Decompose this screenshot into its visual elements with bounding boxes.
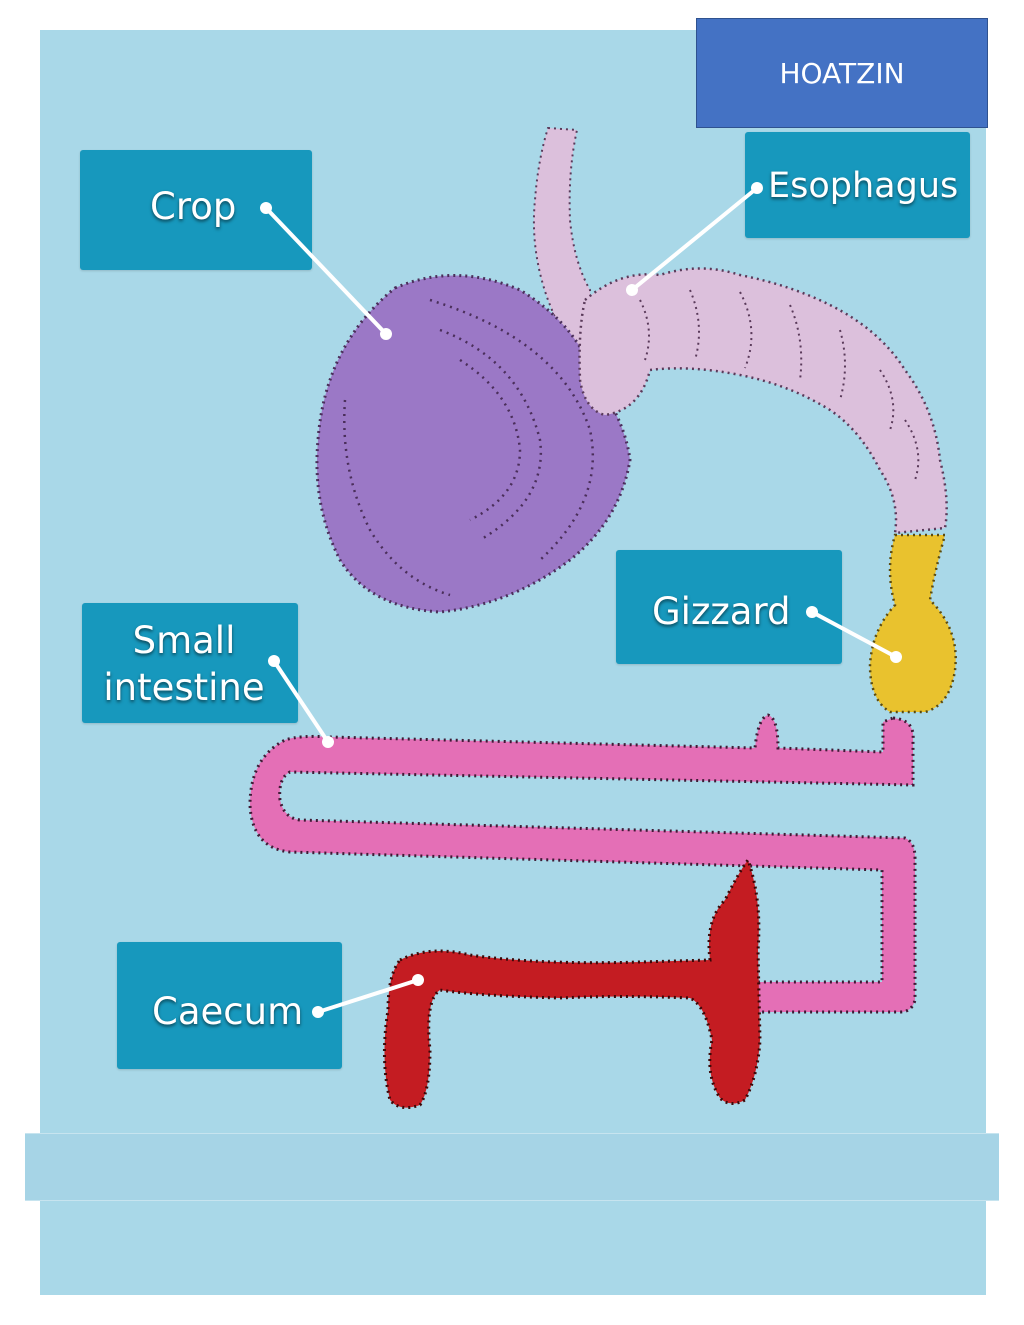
felt-pocket-strip xyxy=(25,1133,999,1201)
crop-pouch xyxy=(315,274,632,614)
small-intestine-label: Small intestine xyxy=(100,617,268,711)
gizzard-leader-dot xyxy=(806,606,818,618)
esophagus-target-dot xyxy=(626,284,638,296)
crop-leader-dot xyxy=(260,202,272,214)
small-intestine-label-line1: Small xyxy=(132,619,236,662)
gizzard-leader-line xyxy=(810,610,898,659)
caecum-label: Caecum xyxy=(152,990,304,1033)
title-box: HOATZIN xyxy=(696,18,988,128)
crop-label-tag xyxy=(80,150,312,270)
caecum-leader-dot xyxy=(312,1006,324,1018)
leader-dots xyxy=(260,182,902,1018)
caecum xyxy=(382,856,762,1110)
crop-label: Crop xyxy=(150,185,237,228)
small-intestine xyxy=(248,713,917,1014)
small-intestine-label-line2: intestine xyxy=(103,666,265,709)
crop-target-dot xyxy=(380,328,392,340)
small-intestine-target-dot xyxy=(322,736,334,748)
diagram-title: HOATZIN xyxy=(779,56,905,90)
crop-fold-line xyxy=(429,298,594,561)
gizzard xyxy=(868,533,957,714)
caecum-target-dot xyxy=(412,974,424,986)
small-intestine-leader-line xyxy=(272,659,330,744)
esophagus-label: Esophagus xyxy=(768,166,959,206)
crop-fold-line xyxy=(343,399,451,597)
esophagus-leader-dot xyxy=(751,182,763,194)
gizzard-target-dot xyxy=(890,651,902,663)
crop-leader-line xyxy=(264,206,388,336)
gizzard-label: Gizzard xyxy=(652,590,791,633)
esophagus-label-tag xyxy=(745,132,970,238)
small-intestine-leader-dot xyxy=(268,655,280,667)
small-intestine-label-tag xyxy=(82,603,298,723)
leader-lines xyxy=(264,186,898,1014)
gizzard-label-tag xyxy=(616,550,842,664)
esophagus-coiled-section xyxy=(578,267,948,535)
esophagus-fold-line xyxy=(639,289,920,481)
crop-fold-line xyxy=(439,328,543,542)
esophagus-leader-line xyxy=(630,186,759,292)
esophagus-tube xyxy=(532,126,597,383)
caecum-leader-line xyxy=(316,978,420,1014)
caecum-label-tag xyxy=(117,942,342,1069)
crop-fold-line xyxy=(459,358,522,522)
